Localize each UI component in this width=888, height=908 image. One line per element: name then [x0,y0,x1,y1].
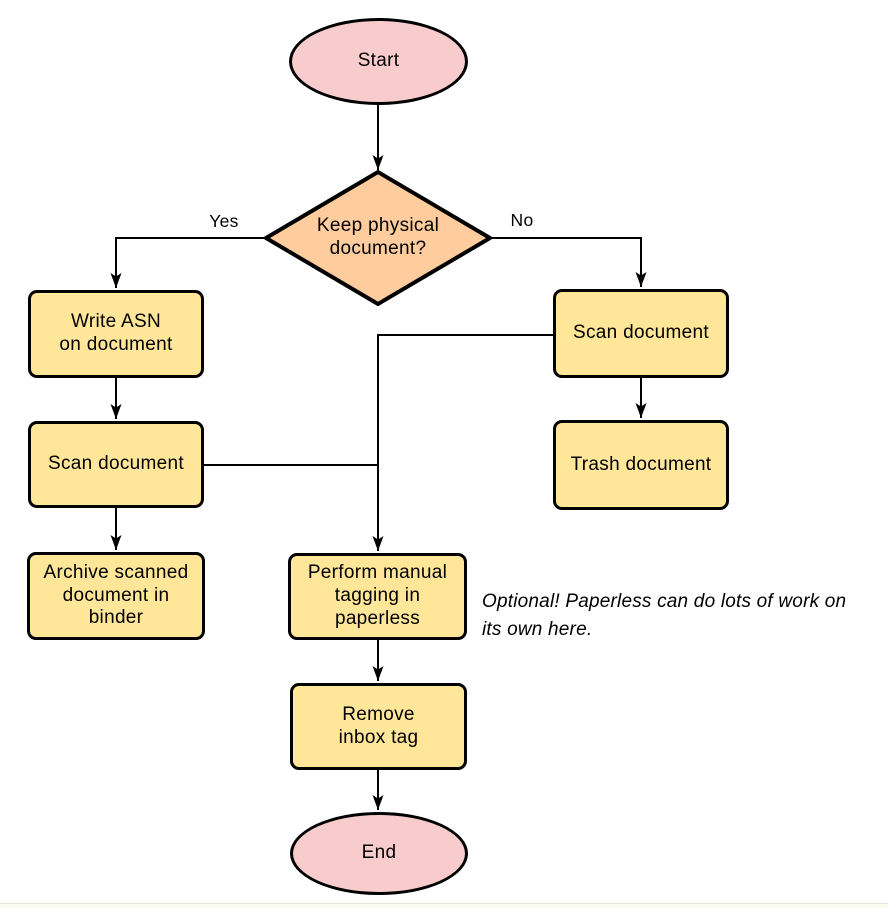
edge-label-yes: Yes [209,211,239,231]
node-scan-document-right-label: Scan document [573,322,709,344]
node-scan-document-right: Scan document [553,289,729,378]
node-write-asn-label: Write ASN on document [59,311,173,355]
node-archive-binder-label: Archive scanned document in binder [43,561,189,629]
node-decision-label: Keep physical document? [316,215,440,259]
node-trash-document-label: Trash document [570,453,712,475]
edge-decision-yes-to-write-asn [110,237,266,288]
node-scan-document-left-label: Scan document [48,453,184,475]
node-end-label: End [361,842,397,864]
node-write-asn: Write ASN on document [28,290,204,378]
edge-scan-right-to-perform-tagging [372,334,553,551]
annotation-optional-note: Optional! Paperless can do lots of work … [482,591,847,640]
canvas-bottom-edge [0,903,888,908]
node-scan-document-left: Scan document [28,421,204,508]
node-trash-document: Trash document [553,420,729,510]
decision-diamond-shape [264,170,492,306]
edge-decision-no-to-scan-right [490,237,647,287]
node-archive-binder: Archive scanned document in binder [27,552,205,640]
edge-label-no: No [510,210,534,230]
node-start-label: Start [357,50,400,72]
node-remove-inbox-tag-label: Remove inbox tag [338,703,419,748]
node-start: Start [289,18,468,105]
node-end: End [290,812,468,895]
node-remove-inbox-tag: Remove inbox tag [290,683,467,770]
node-perform-tagging: Perform manual tagging in paperless [288,553,467,640]
node-perform-tagging-label: Perform manual tagging in paperless [307,562,448,629]
